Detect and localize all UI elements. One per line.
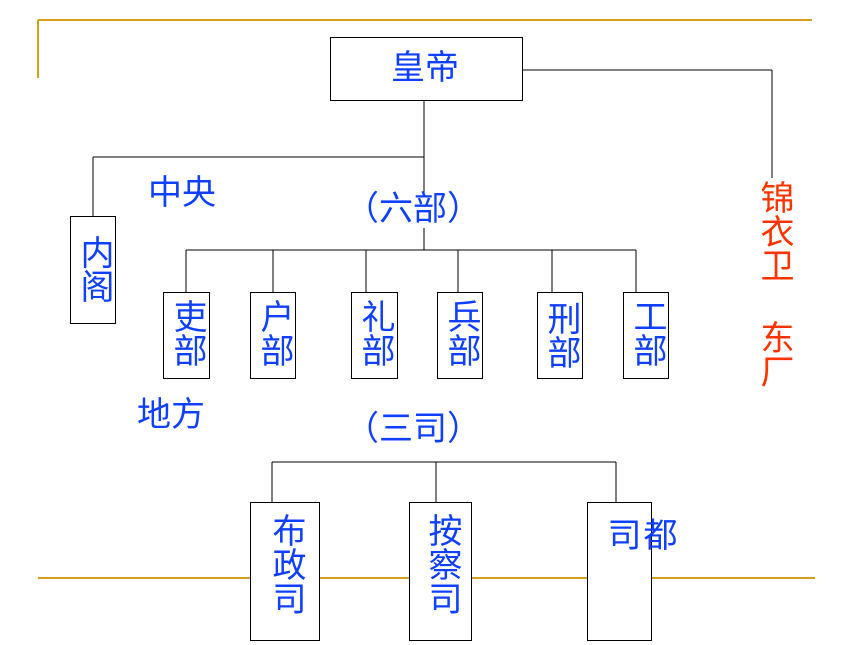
ministry-label: 兵部 (441, 299, 481, 367)
ministry-label: 吏部 (167, 299, 207, 367)
six-ministries-label: （六部） (345, 189, 481, 229)
office-box-3: 都司 (587, 502, 677, 641)
emperor-label: 皇帝 (391, 48, 459, 88)
ministry-box-4: 兵部 (437, 292, 483, 379)
ministry-box-6: 工部 (623, 292, 669, 379)
office-label: 按察司 (422, 513, 462, 615)
office-box-1: 布政司 (250, 502, 320, 641)
emperor-box: 皇帝 (330, 37, 523, 101)
neige-box: 内阁 (70, 216, 116, 324)
dongchang-label: 东厂 (754, 320, 794, 388)
ministry-box-1: 吏部 (163, 292, 210, 379)
office-label: 都司 (601, 517, 677, 585)
jinyiwei-label: 锦衣卫 (754, 180, 794, 282)
ministry-label: 刑部 (541, 301, 581, 369)
neige-label: 内阁 (74, 235, 114, 303)
three-offices-label: （三司） (345, 409, 481, 449)
ministry-box-2: 户部 (250, 292, 296, 379)
ministry-label: 工部 (627, 299, 667, 367)
ministry-box-3: 礼部 (351, 292, 398, 379)
ministry-label: 户部 (254, 299, 294, 367)
ministry-box-5: 刑部 (537, 292, 583, 379)
local-label: 地方 (137, 395, 205, 435)
office-box-2: 按察司 (409, 502, 472, 641)
central-label: 中央 (148, 173, 216, 213)
office-label: 布政司 (266, 513, 306, 615)
ministry-label: 礼部 (355, 299, 395, 367)
